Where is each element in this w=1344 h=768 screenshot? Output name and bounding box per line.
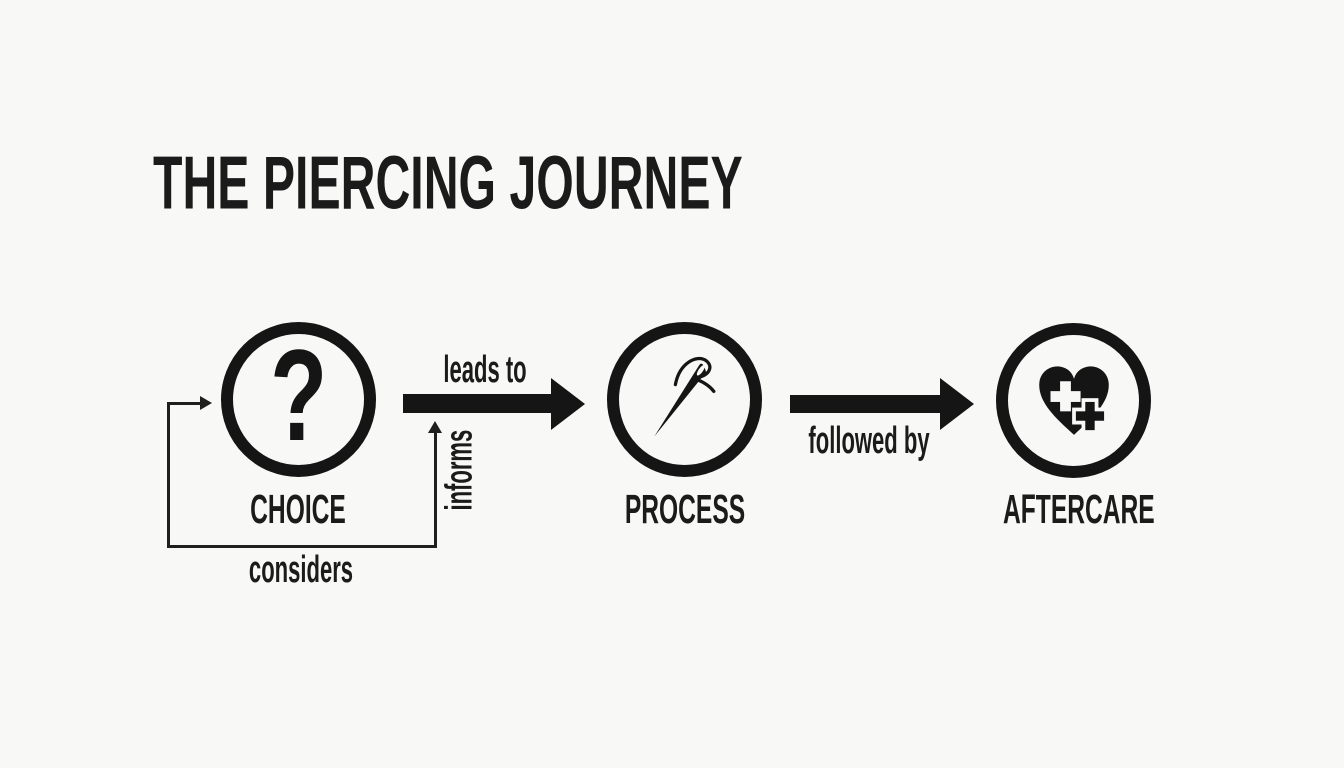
edge-label-considers: considers <box>248 549 354 591</box>
considers-loop-line-bottom <box>167 545 437 548</box>
node-aftercare-label: AFTERCARE <box>1003 486 1155 532</box>
heart-with-cross-icon <box>1038 365 1109 435</box>
node-choice-circle: ? <box>221 322 376 477</box>
node-process-circle <box>607 322 762 477</box>
considers-loop-line-left <box>167 402 170 548</box>
informs-arrow-head <box>428 421 442 433</box>
question-mark-icon: ? <box>269 321 328 468</box>
leads-to-arrow-head <box>551 378 585 430</box>
node-aftercare-circle <box>996 323 1151 478</box>
leads-to-arrow-shaft <box>403 394 553 413</box>
edge-label-followed-by: followed by <box>808 420 930 462</box>
informs-line-vertical <box>434 431 437 548</box>
followed-by-arrow-shaft <box>790 395 942 413</box>
needle-icon <box>653 356 715 436</box>
considers-loop-line-top <box>167 402 203 405</box>
edge-label-informs: informs <box>438 429 481 511</box>
edge-label-leads-to: leads to <box>443 349 527 391</box>
node-choice-label: CHOICE <box>250 486 346 532</box>
page-title: THE PIERCING JOURNEY <box>153 142 743 226</box>
node-process-label: PROCESS <box>624 486 746 532</box>
followed-by-arrow-head <box>940 378 974 430</box>
considers-loop-arrow-head <box>200 396 212 410</box>
